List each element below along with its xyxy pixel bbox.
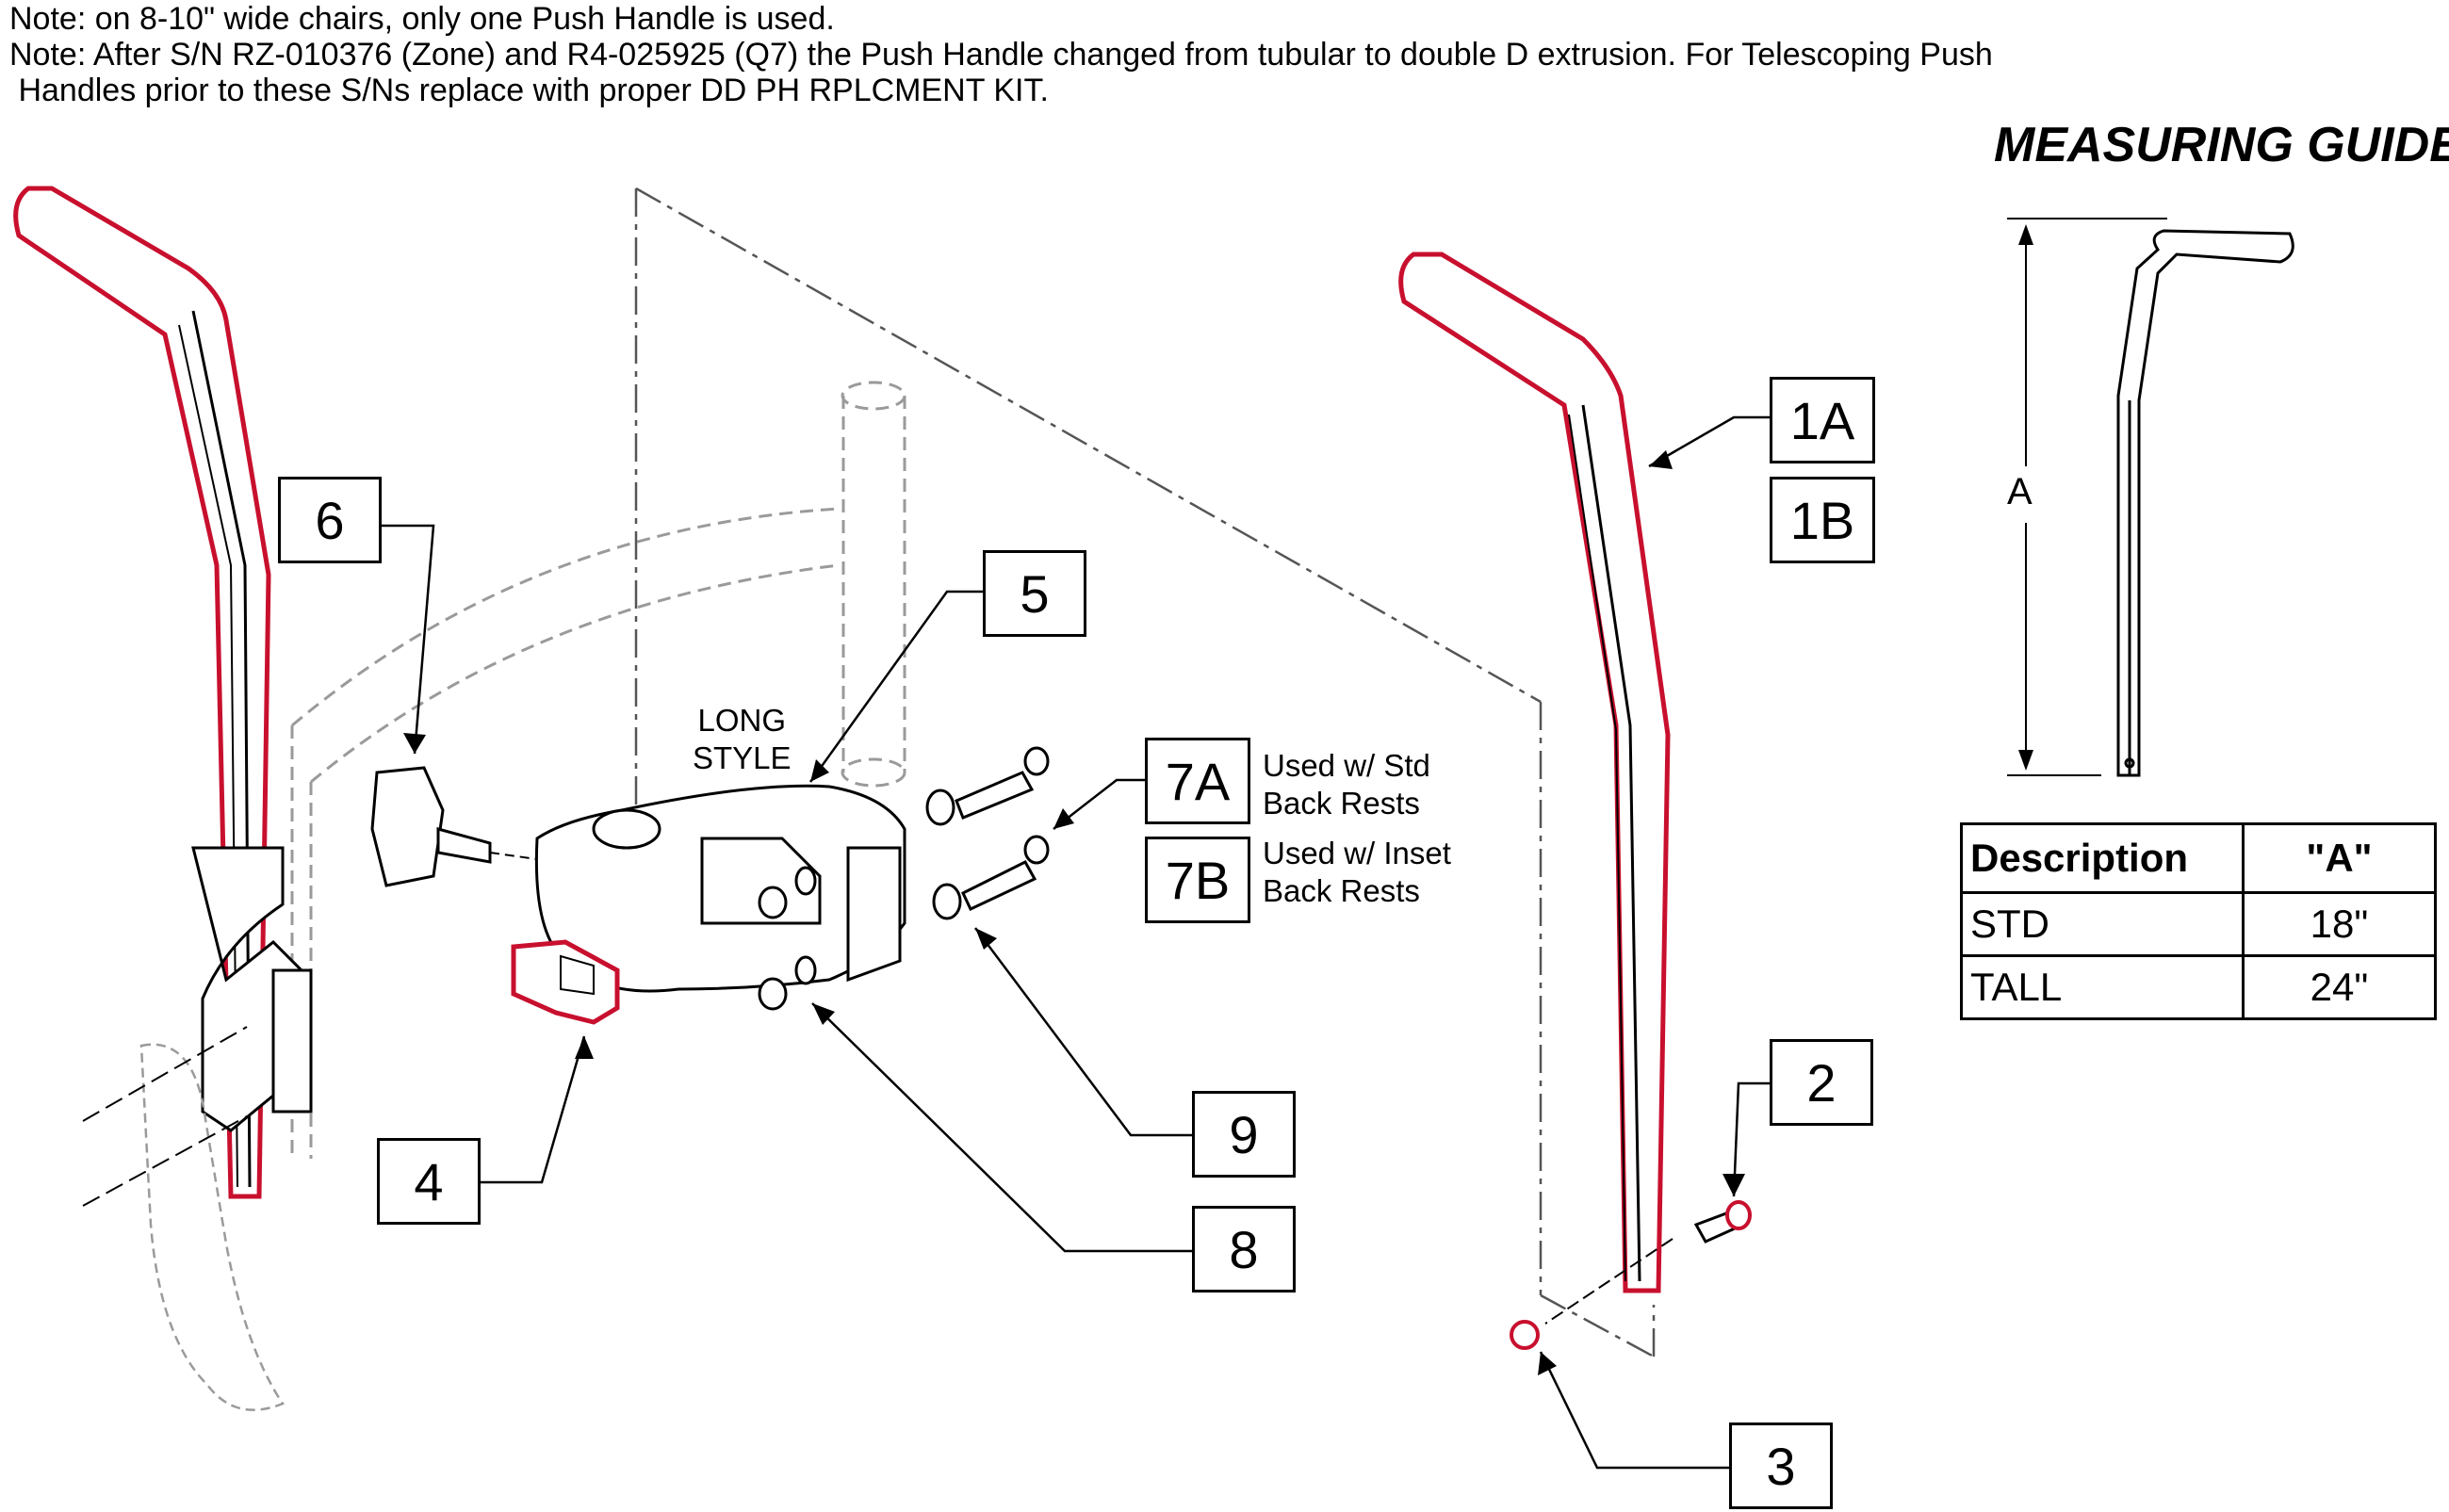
used-with-inset-label: Used w/ Inset Back Rests [1263, 836, 1451, 908]
header-description: Description [1960, 822, 2245, 894]
measuring-guide-title: MEASURING GUIDE [1994, 118, 2449, 172]
callout-3: 3 [1729, 1423, 1833, 1509]
note-replacement-kit: Handles prior to these S/Ns replace with… [9, 73, 1049, 108]
row-a-value: 24" [2242, 954, 2437, 1020]
header-a: "A" [2242, 822, 2437, 894]
used-with-std-label: Used w/ Std Back Rests [1263, 748, 1430, 821]
callout-1a: 1A [1770, 377, 1875, 463]
mount-lines [82, 1026, 248, 1207]
height-spec-table: Description "A" STD 18" TALL 24" [1960, 822, 2437, 1020]
note-extrusion-change: Note: After S/N RZ-010376 (Zone) and R4-… [9, 37, 1993, 73]
row-description: TALL [1960, 954, 2245, 1020]
clamp-lock [511, 939, 620, 1025]
leader-lines [377, 415, 1770, 1470]
dimension-arrowheads [2018, 224, 2033, 771]
knob [370, 766, 492, 887]
clamp-body [534, 784, 906, 993]
leader-arrowheads [403, 450, 1745, 1375]
callout-7b: 7B [1145, 837, 1250, 923]
callout-1b: 1B [1770, 477, 1875, 563]
callout-8: 8 [1192, 1206, 1296, 1293]
callout-2: 2 [1770, 1039, 1873, 1126]
right-push-handle [1398, 252, 1671, 1293]
long-style-label: LONG STYLE [693, 703, 792, 775]
callout-6: 6 [278, 477, 382, 563]
left-clamp [191, 846, 313, 1132]
callout-4: 4 [377, 1138, 481, 1225]
hardware [758, 746, 1050, 1011]
callout-9: 9 [1192, 1091, 1296, 1178]
dimension-line [2007, 218, 2167, 776]
nut [1510, 1320, 1540, 1350]
measuring-guide-handle [2116, 229, 2294, 777]
row-description: STD [1960, 891, 2245, 957]
dimension-a-label: A [2007, 471, 2033, 512]
side-plate [139, 1043, 285, 1411]
row-a-value: 18" [2242, 891, 2437, 957]
table-row: STD 18" [1960, 891, 2437, 957]
table-header-row: Description "A" [1960, 822, 2437, 894]
assembly-envelope [634, 187, 1656, 1358]
table-row: TALL 24" [1960, 954, 2437, 1020]
note-narrow-chairs: Note: on 8-10" wide chairs, only one Pus… [9, 1, 835, 37]
screw [1693, 1200, 1752, 1244]
callout-7a: 7A [1145, 738, 1250, 824]
callout-5: 5 [983, 550, 1086, 637]
